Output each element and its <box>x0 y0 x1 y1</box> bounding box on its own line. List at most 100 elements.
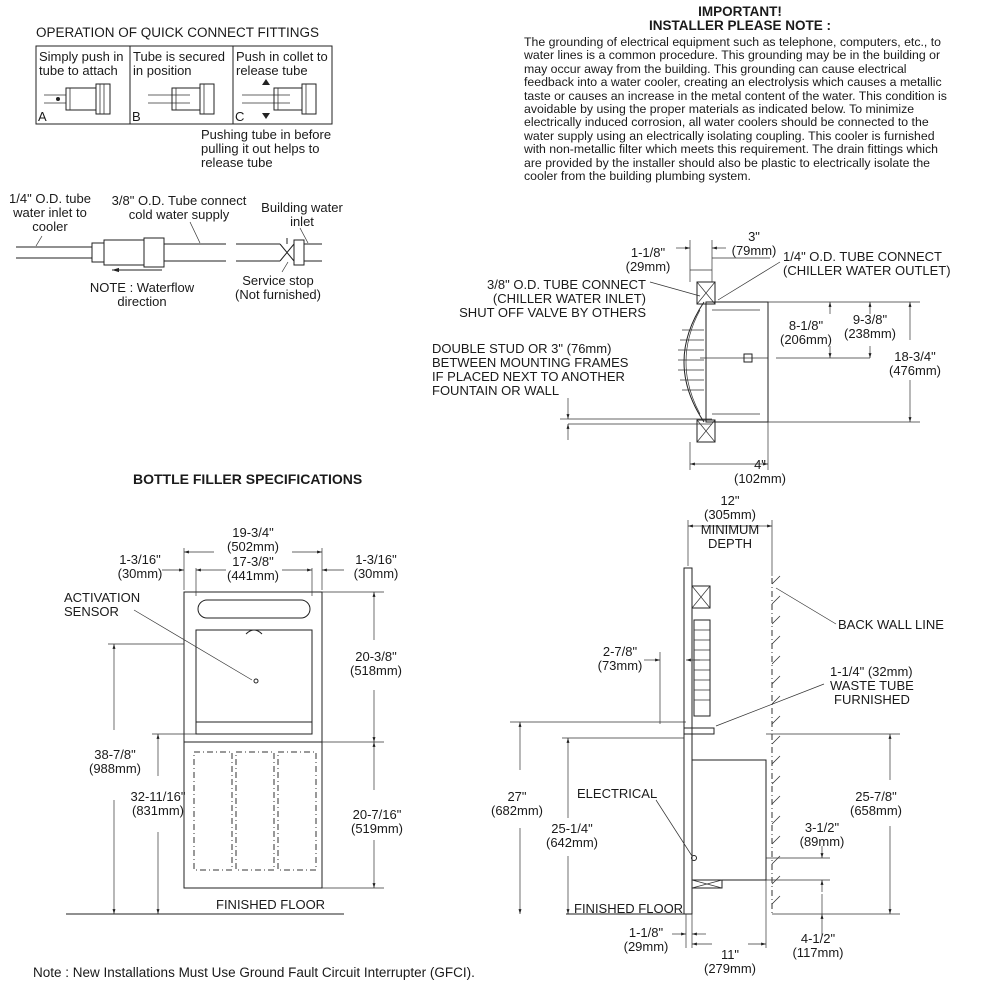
dim-27-in: 27" <box>507 789 527 804</box>
dim-4-1-2-mm: (117mm) <box>792 945 844 960</box>
dim-20-7-16-mm: (519mm) <box>350 821 403 836</box>
dim-18-3-4-in: 18-3/4" <box>894 349 936 364</box>
inlet-label-3: cooler <box>32 219 68 234</box>
quick-connect-title: OPERATION OF QUICK CONNECT FITTINGS <box>36 25 320 40</box>
bottle-filler-title: BOTTLE FILLER SPECIFICATIONS <box>133 471 363 487</box>
dim-12-minimum: MINIMUM <box>700 522 760 537</box>
dim-9-3-8-in: 9-3/8" <box>852 312 888 327</box>
dim-18-3-4-mm: (476mm) <box>888 363 941 378</box>
double-stud-1: DOUBLE STUD OR 3" (76mm) <box>432 341 612 356</box>
dim-25-1-4-in: 25-1/4" <box>551 821 593 836</box>
side-view-drawing <box>510 520 900 948</box>
inlet-label-2: water inlet to <box>13 205 87 220</box>
supply-line-diagram <box>16 221 322 273</box>
dim-1-3-16-right-mm: (30mm) <box>353 566 399 581</box>
important-subheading: INSTALLER PLEASE NOTE : <box>648 18 831 33</box>
cell-c-line-1: Push in collet to <box>236 49 328 64</box>
push-note-line-2: pulling it out helps to <box>201 141 320 156</box>
dim-1-3-16-left-in: 1-3/16" <box>119 552 161 567</box>
back-wall-line-label: BACK WALL LINE <box>838 617 944 632</box>
chiller-inlet-3: SHUT OFF VALVE BY OTHERS <box>459 305 646 320</box>
top-dim-3-mm: (79mm) <box>731 243 777 258</box>
side-dim-1-1-8-in: 1-1/8" <box>628 925 664 940</box>
quick-connect-table <box>35 45 333 125</box>
double-stud-4: FOUNTAIN OR WALL <box>432 383 560 398</box>
dim-2-7-8-in: 2-7/8" <box>602 644 638 659</box>
dim-2-7-8-mm: (73mm) <box>597 658 643 673</box>
building-label-2: inlet <box>290 214 314 229</box>
gfci-footer-note: Note : New Installations Must Use Ground… <box>33 965 475 980</box>
dim-12-depth: DEPTH <box>707 536 753 551</box>
activation-sensor-1: ACTIVATION <box>64 590 141 605</box>
dim-17-3-8-in: 17-3/8" <box>232 554 274 569</box>
waterflow-note-1: NOTE : Waterflow <box>89 280 195 295</box>
dim-4-mm: (102mm) <box>733 471 786 486</box>
side-finished-floor: FINISHED FLOOR <box>574 901 684 916</box>
waste-tube-2: WASTE TUBE <box>830 678 914 693</box>
double-stud-2: BETWEEN MOUNTING FRAMES <box>432 355 629 370</box>
cell-b-line-2: in position <box>133 63 192 78</box>
cell-a-line-2: tube to attach <box>39 63 118 78</box>
cell-c-line-2: release tube <box>236 63 308 78</box>
push-note-line-1: Pushing tube in before <box>201 127 332 142</box>
dim-20-7-16-in: 20-7/16" <box>352 807 402 822</box>
service-stop-2: (Not furnished) <box>235 287 321 302</box>
cell-b-line-1: Tube is secured <box>133 49 226 64</box>
electrical-label: ELECTRICAL <box>577 786 658 801</box>
push-note-line-3: release tube <box>201 155 273 170</box>
activation-sensor-2: SENSOR <box>64 604 119 619</box>
double-stud-3: IF PLACED NEXT TO ANOTHER <box>432 369 625 384</box>
cell-b-letter: B <box>132 109 141 124</box>
cell-a-letter: A <box>38 109 47 124</box>
dim-12-in: 12" <box>720 493 740 508</box>
important-body: The grounding of electrical equipment su… <box>524 35 947 184</box>
service-stop-1: Service stop <box>242 273 314 288</box>
top-dim-3-in: 3" <box>748 229 760 244</box>
dim-11-in: 11" <box>720 947 740 962</box>
waterflow-note-2: direction <box>117 294 167 309</box>
dim-1-3-16-left-mm: (30mm) <box>117 566 163 581</box>
dim-19-3-4-in: 19-3/4" <box>232 525 274 540</box>
top-view-drawing <box>560 240 920 470</box>
cold-label-2: cold water supply <box>128 207 230 222</box>
dim-12-mm: (305mm) <box>703 507 756 522</box>
fitting-b-icon <box>148 83 215 115</box>
important-heading: IMPORTANT! <box>698 4 782 19</box>
waste-tube-3: FURNISHED <box>834 692 910 707</box>
inlet-label-1: 1/4" O.D. tube <box>9 191 91 206</box>
dim-4-in: 4" <box>754 457 766 472</box>
dim-25-7-8-mm: (658mm) <box>849 803 902 818</box>
dim-1-3-16-right-in: 1-3/16" <box>355 552 397 567</box>
lower-cabinet-panels <box>193 751 317 871</box>
chiller-outlet-1: 1/4" O.D. TUBE CONNECT <box>783 249 942 264</box>
dim-38-7-8-mm: (988mm) <box>88 761 141 776</box>
chiller-inlet-2: (CHILLER WATER INLET) <box>492 291 646 306</box>
dim-19-3-4-mm: (502mm) <box>226 539 279 554</box>
cell-a-line-1: Simply push in <box>39 49 124 64</box>
chiller-outlet-2: (CHILLER WATER OUTLET) <box>783 263 951 278</box>
dim-25-1-4-mm: (642mm) <box>545 835 598 850</box>
side-dim-1-1-8-mm: (29mm) <box>623 939 669 954</box>
building-label-1: Building water <box>261 200 343 215</box>
dim-8-1-8-in: 8-1/8" <box>788 318 824 333</box>
dim-17-3-8-mm: (441mm) <box>226 568 279 583</box>
dim-20-3-8-mm: (518mm) <box>349 663 402 678</box>
dim-32-11-16-mm: (831mm) <box>131 803 184 818</box>
front-finished-floor: FINISHED FLOOR <box>216 897 326 912</box>
dim-32-11-16-in: 32-11/16" <box>130 789 186 804</box>
fitting-c-icon <box>242 79 317 119</box>
front-view-drawing <box>66 548 384 915</box>
chiller-inlet-1: 3/8" O.D. TUBE CONNECT <box>487 277 646 292</box>
dim-9-3-8-mm: (238mm) <box>843 326 896 341</box>
waste-tube-1: 1-1/4" (32mm) <box>830 664 913 679</box>
dim-11-mm: (279mm) <box>703 961 756 976</box>
dim-20-3-8-in: 20-3/8" <box>355 649 397 664</box>
top-dim-1-1-8-in: 1-1/8" <box>630 245 666 260</box>
dim-8-1-8-mm: (206mm) <box>779 332 832 347</box>
top-dim-1-1-8-mm: (29mm) <box>625 259 671 274</box>
dim-3-1-2-mm: (89mm) <box>799 834 845 849</box>
fitting-a-icon <box>44 83 111 115</box>
dim-3-1-2-in: 3-1/2" <box>804 820 840 835</box>
